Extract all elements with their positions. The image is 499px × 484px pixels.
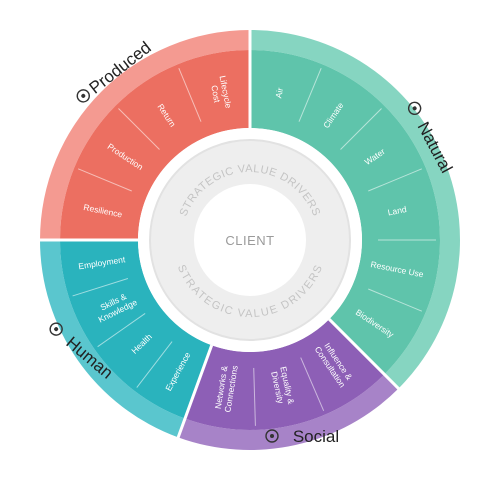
quadrant-separator [176,344,214,440]
person-icon [49,322,63,336]
human-band [60,240,212,419]
client-label: CLIENT [225,233,274,248]
natural-divider [368,288,423,312]
social-divider [253,367,256,426]
handshake-icon [265,429,279,443]
quadrant-separator [328,318,401,391]
social-band [185,319,385,430]
natural-divider [340,108,382,150]
tree-icon [407,101,422,116]
hub-center [194,184,306,296]
social-title: Social [293,427,339,446]
social-outer-band [178,374,399,450]
produced-divider [77,168,132,192]
natural-divider [368,168,423,192]
human-divider [136,341,173,388]
natural-divider [298,67,322,122]
natural-band [250,50,441,375]
produced-item: LifecycleCost [208,75,234,112]
natural-item: Air [273,87,285,99]
human-divider [97,313,146,348]
produced-outer-band [40,30,250,240]
natural-outer-band [250,30,461,389]
gear-icon [76,89,90,103]
natural-item: Land [387,204,408,218]
social-title-group: Social [265,427,339,446]
human-divider [72,278,129,297]
produced-divider [118,108,160,150]
human-outer-band [40,240,186,438]
produced-divider [178,67,202,122]
social-divider [300,357,325,411]
quadrant-layer: ResilienceProductionReturnLifecycleCostP… [38,28,461,450]
